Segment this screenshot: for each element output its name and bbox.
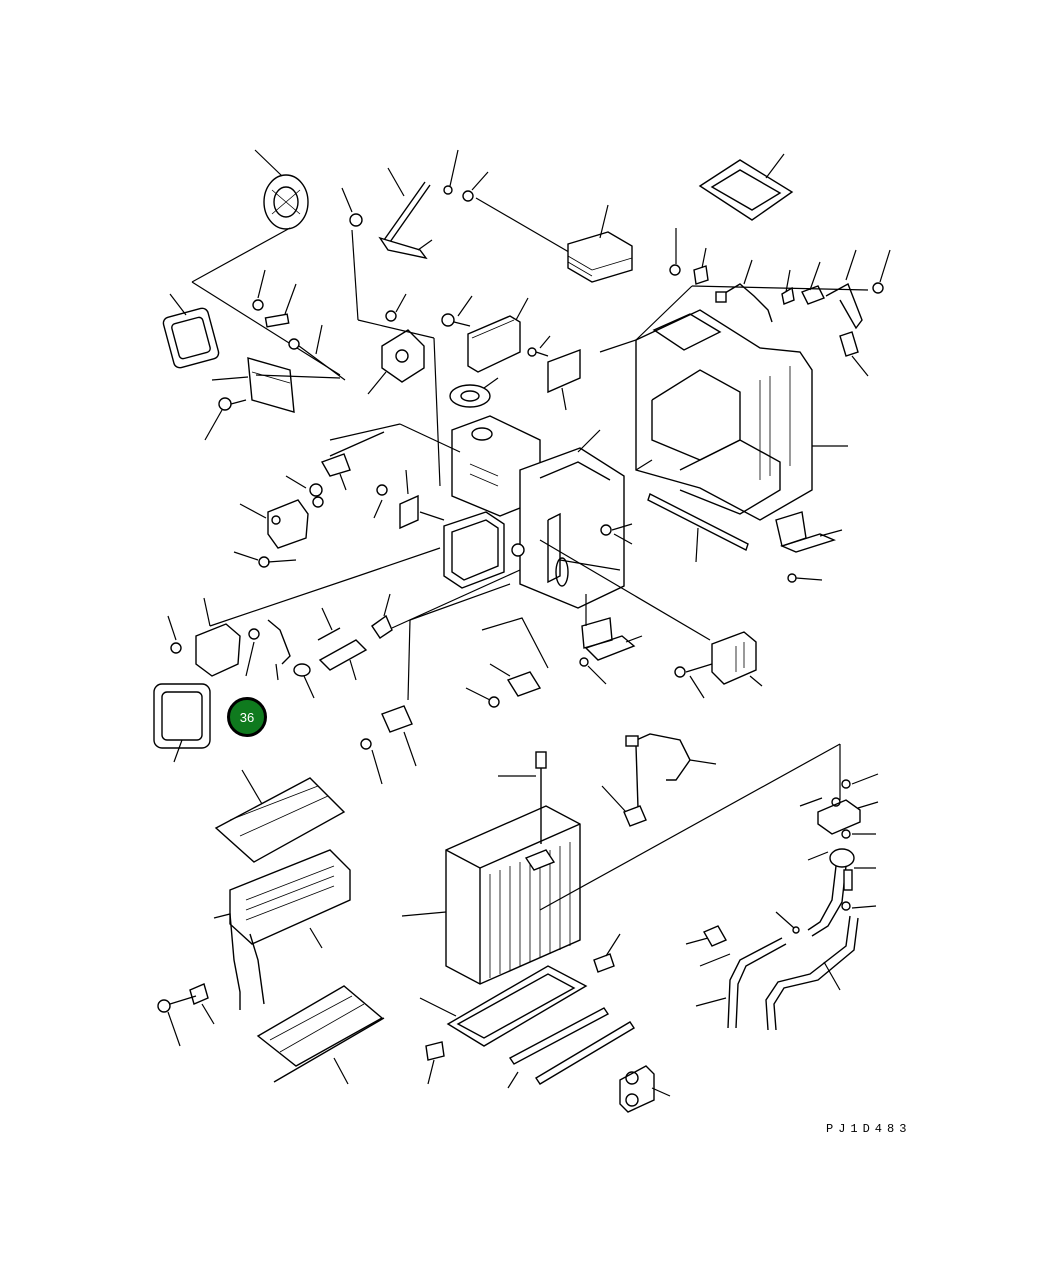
filter-bottom-left [256, 985, 385, 1085]
main-housing-right [599, 285, 848, 521]
clip-left-lower [360, 705, 417, 785]
seal-strips [507, 1007, 635, 1089]
gasket-lower-left [153, 683, 211, 763]
pipe-right-lower [765, 911, 859, 1031]
actuator-mid-left [233, 499, 309, 568]
foam-pad-stack [567, 204, 633, 283]
rod-mid-left [285, 431, 385, 508]
strip-right [647, 493, 749, 563]
evaporator-core [401, 743, 841, 985]
bolt-evaporator [498, 751, 547, 844]
pad-small-evap [593, 933, 621, 973]
center-housing [329, 415, 625, 609]
hose-clamp-lower-left [157, 983, 215, 1047]
callout-36[interactable]: 36 [227, 697, 267, 737]
filter-plate-left [211, 357, 341, 413]
clip-parts-top-right [669, 228, 891, 377]
bracket-plate-mid [527, 335, 581, 411]
fan-wheel-part [254, 149, 309, 230]
small-bracket-top [252, 269, 346, 381]
screw-center-right [600, 523, 633, 545]
actuator-upper [367, 293, 425, 395]
grommet-bottom [619, 1065, 671, 1113]
pipe-mid-lower [685, 925, 787, 1029]
thermistor-wire [601, 733, 717, 827]
pad-small-bottom [425, 1041, 445, 1085]
gasket-frame-top-right [698, 153, 794, 221]
figure-reference: PJ1D483 [826, 1122, 912, 1136]
expansion-valve [799, 744, 879, 839]
clip-center-lower [465, 663, 542, 708]
gasket-left-upper [162, 293, 220, 369]
pipe-right-upper [807, 848, 877, 937]
plate-clip-mid [373, 469, 445, 530]
screw-left-1 [204, 397, 247, 441]
heater-core [213, 849, 351, 1010]
bracket-center-lower [481, 594, 643, 685]
callout-36-label: 36 [239, 709, 255, 725]
screw-mid-top [441, 295, 473, 327]
actuator-lower-left [167, 597, 260, 677]
bracket-right-lower [775, 511, 843, 583]
linkage-rod-top [341, 149, 575, 260]
filter-block-mid [467, 297, 529, 373]
resistor-block [674, 631, 763, 699]
filter-lower-left [214, 769, 346, 863]
drain-tray [419, 965, 588, 1047]
foam-ring [449, 377, 499, 408]
link-rods-lower [267, 569, 521, 699]
